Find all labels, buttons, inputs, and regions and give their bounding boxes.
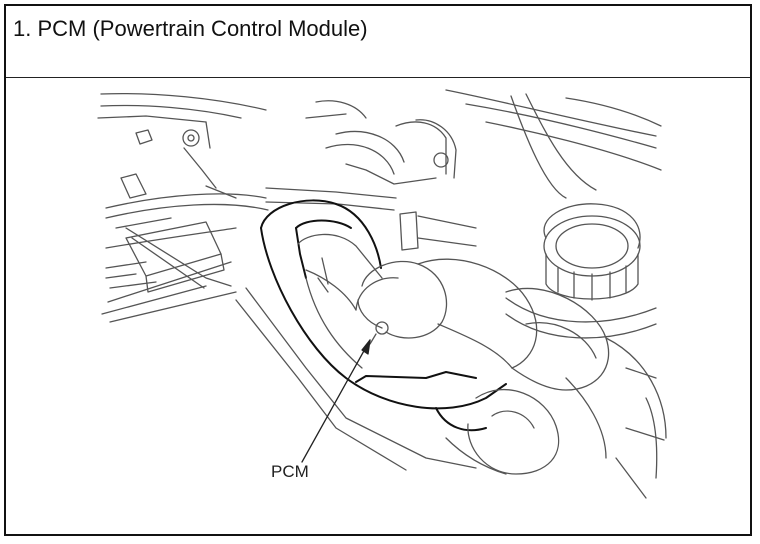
pcm-module [297, 233, 610, 391]
engine-bay-line-drawing [97, 89, 667, 499]
engine-bay-illustration: PCM [6, 78, 750, 534]
reservoir-cap [505, 203, 657, 339]
header-bar: 1. PCM (Powertrain Control Module) [6, 6, 750, 78]
pcm-callout-label: PCM [271, 462, 309, 481]
diagram-frame: 1. PCM (Powertrain Control Module) [4, 4, 752, 536]
bolt-bracket [135, 121, 217, 189]
upper-hoses [265, 100, 477, 251]
pcm-bracket [260, 199, 507, 432]
page-title: 1. PCM (Powertrain Control Module) [13, 16, 368, 41]
lower-housing [235, 287, 560, 475]
hood-frame-lines [97, 89, 662, 199]
pcm-callout-leader [301, 339, 371, 463]
lower-right-components [565, 337, 667, 499]
connector-block [101, 221, 237, 323]
wiring-harness [105, 173, 269, 289]
